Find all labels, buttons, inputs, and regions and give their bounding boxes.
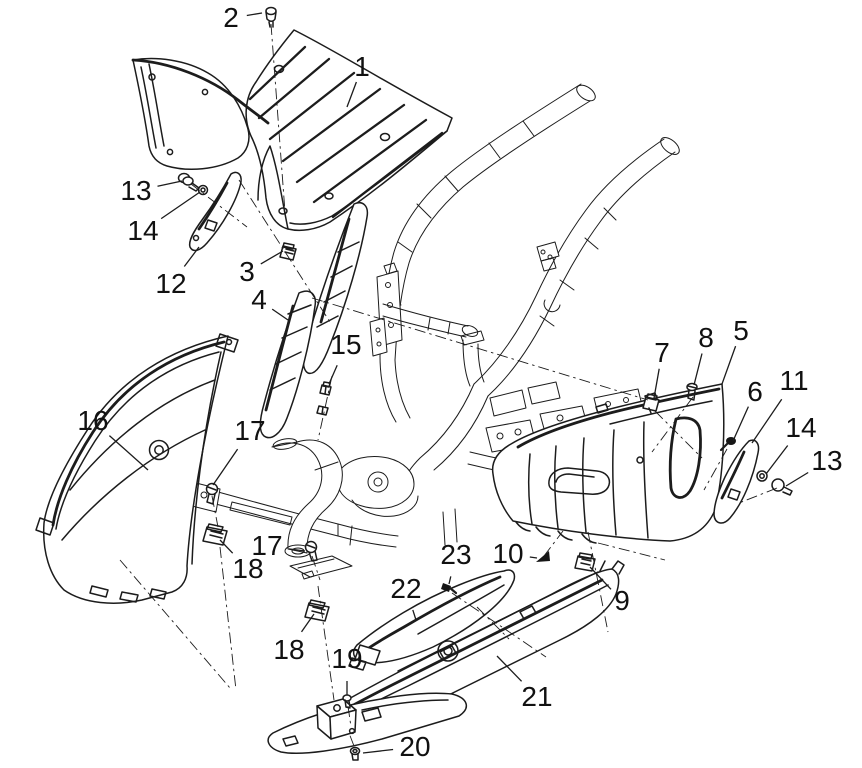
part-11-side-trim [713, 439, 760, 524]
callout-23-leader [448, 576, 452, 585]
callout-15-leader [328, 364, 338, 385]
callout-8: 8 [698, 322, 714, 353]
callout-15: 15 [330, 329, 362, 360]
callout-12-leader [183, 246, 200, 267]
callout-14-left: 14 [127, 215, 159, 246]
rivet-10 [536, 551, 550, 562]
callout-3-leader [260, 250, 284, 265]
screw-13-right [771, 478, 793, 496]
callout-18-lower-leader [300, 613, 315, 633]
callout-5-leader [721, 345, 737, 385]
callout-21-leader [496, 655, 523, 682]
callout-13-left: 13 [120, 175, 152, 206]
callout-7: 7 [654, 337, 670, 368]
screw-17-upper [205, 482, 219, 505]
callout-9: 9 [614, 585, 630, 616]
callout-13-right-leader [785, 471, 809, 487]
screw-2 [265, 6, 277, 28]
callout-1-leader [346, 81, 358, 108]
callout-16: 16 [77, 405, 109, 436]
callout-3: 3 [239, 256, 255, 287]
callout-21: 21 [521, 681, 553, 712]
callout-9-leader [589, 566, 612, 590]
callout-17-right: 17 [251, 530, 283, 561]
callout-23: 23 [440, 539, 472, 570]
callout-18-upper: 18 [232, 553, 264, 584]
part-1-central-footboard [131, 29, 453, 232]
screw-23 [441, 583, 458, 595]
callout-18-lower: 18 [273, 634, 305, 665]
part-22-inner-sill [348, 569, 516, 671]
callout-8-leader [693, 353, 703, 386]
callout-1: 1 [354, 51, 370, 82]
washer-14-right [756, 470, 768, 482]
clip-3 [279, 242, 297, 261]
callout-17-right-leader [288, 548, 306, 552]
callout-4-leader [271, 308, 289, 321]
callout-17-upper-leader [212, 448, 239, 486]
callout-12: 12 [155, 268, 187, 299]
clip-18-lower [304, 599, 330, 622]
callout-20: 20 [399, 731, 431, 762]
callout-22: 22 [390, 573, 422, 604]
part-16-left-side-panel [35, 333, 239, 604]
part-12-side-trim [188, 171, 242, 252]
callout-14-right-leader [765, 445, 789, 475]
fasteners-artwork [177, 6, 793, 761]
callout-2-leader [246, 12, 263, 17]
callout-6: 6 [747, 376, 763, 407]
callout-22-leader [412, 609, 417, 621]
callout-11: 11 [779, 365, 809, 396]
screw-8 [686, 382, 698, 401]
screw-17-right [304, 540, 318, 562]
callout-2: 2 [223, 2, 239, 33]
callout-6-leader [732, 406, 749, 442]
callout-16-leader [108, 435, 149, 471]
callout-13-left-leader [157, 180, 183, 187]
callout-10-leader [529, 556, 538, 559]
part-4-tunnel-cover [259, 290, 317, 439]
assembly-axis-lines [119, 23, 778, 747]
callout-5: 5 [733, 315, 749, 346]
callout-14-right: 14 [785, 412, 817, 443]
callout-10: 10 [492, 538, 524, 569]
callout-18-upper-leader [219, 539, 234, 554]
underfloor-plate [267, 692, 468, 754]
callout-17-upper: 17 [234, 415, 266, 446]
callout-11-leader [751, 398, 783, 444]
callout-20-leader [362, 748, 394, 754]
callout-13-right: 13 [811, 445, 843, 476]
screw-19 [342, 694, 352, 709]
frame-artwork [187, 83, 680, 580]
callout-19: 19 [331, 643, 363, 674]
screw-20 [349, 746, 361, 761]
callout-4: 4 [251, 284, 267, 315]
callout-7-leader [653, 368, 660, 399]
parts-artwork [35, 29, 760, 754]
callout-14-left-leader [160, 191, 201, 220]
